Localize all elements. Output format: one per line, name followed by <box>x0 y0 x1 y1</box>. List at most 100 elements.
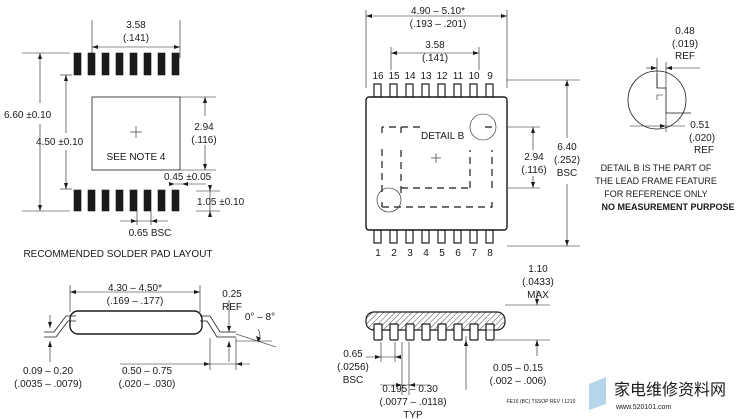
end-pitch-in: (.0256) <box>337 362 369 373</box>
package-lead <box>421 229 430 244</box>
pin-number-bottom: 2 <box>391 248 397 259</box>
pin-number-bottom: 3 <box>407 248 413 259</box>
detail-b-lead-frame-outline <box>381 126 493 208</box>
solder-pad <box>101 52 110 76</box>
top-view-leads-lower <box>373 229 494 244</box>
detail-note-line-2: THE LEAD FRAME FEATURE <box>595 176 717 186</box>
package-lead <box>437 83 446 98</box>
max-height-in: (.0433) <box>522 277 554 288</box>
body-length-in: (.193 – .201) <box>410 19 467 30</box>
pin-number-bottom: 5 <box>439 248 445 259</box>
pad-width-label: 0.45 ±0.05 <box>164 172 212 183</box>
standoff-in: (.002 – .006) <box>490 376 547 387</box>
solder-pad-layout: SEE NOTE 4 3.58 (.141) 6.60 ±0.10 4.50 ±… <box>4 20 245 260</box>
solder-pad <box>129 189 138 212</box>
package-lead <box>389 83 398 98</box>
site-watermark: 家电维修资料网 www.520101.com <box>589 377 726 411</box>
body-length-mm: 4.90 – 5.10* <box>411 6 465 17</box>
lead-frame-width-in: (.116) <box>521 165 546 176</box>
package-lead <box>485 229 494 244</box>
detail-b-label: DETAIL B <box>421 131 465 142</box>
pin-number-top: 14 <box>404 71 416 82</box>
pad-pitch-label: 0.65 BSC <box>129 228 172 239</box>
solder-pad <box>87 189 96 212</box>
detail-b-lead-profile <box>656 73 691 114</box>
lead-width-note: TYP <box>403 410 423 419</box>
detail-b-view: 0.48 (.019) REF 0.51 (.020) REF DETAIL B… <box>595 26 734 212</box>
pin-number-bottom: 4 <box>423 248 429 259</box>
pin-number-bottom: 6 <box>455 248 461 259</box>
end-view-lead <box>437 323 447 341</box>
overall-height-label: 6.60 ±0.10 <box>4 110 52 121</box>
standoff-mm: 0.05 – 0.15 <box>493 363 543 374</box>
solder-pad <box>115 189 124 212</box>
lead-width-in: (.0077 – .0118) <box>379 397 446 408</box>
pin-number-top: 9 <box>487 71 493 82</box>
package-lead <box>389 229 398 244</box>
package-lead <box>405 229 414 244</box>
pin-number-top: 13 <box>420 71 432 82</box>
foot-length-in: (.020 – .030) <box>119 379 176 390</box>
pad-inner-in: (.116) <box>191 135 216 146</box>
solder-pad <box>101 189 110 212</box>
watermark-url: www.520101.com <box>615 404 671 411</box>
end-view: 1.10 (.0433) MAX 0.65 (.0256) BSC 0.195 … <box>337 264 575 419</box>
detail-b-top-circle <box>469 113 497 141</box>
max-height-note: MAX <box>527 290 549 301</box>
lead-thickness-mm: 0.09 – 0.20 <box>23 366 73 377</box>
watermark-cn: 家电维修资料网 <box>614 381 726 399</box>
gauge-plane-value: 0.25 <box>222 289 242 300</box>
end-view-lead <box>469 323 479 341</box>
side-view: 4.30 – 4.50* (.169 – .177) 0.25 REF 0° –… <box>14 283 277 390</box>
pin-number-bottom: 1 <box>375 248 381 259</box>
pin-number-top: 16 <box>372 71 384 82</box>
solder-pad <box>73 52 82 76</box>
pad-span-in: (.141) <box>123 33 149 44</box>
package-lead <box>453 83 462 98</box>
see-note-label: SEE NOTE 4 <box>107 152 166 163</box>
pad-layout-caption: RECOMMENDED SOLDER PAD LAYOUT <box>23 249 212 260</box>
max-height-mm: 1.10 <box>528 264 548 275</box>
solder-pad <box>157 52 166 76</box>
detail-dim1-mm: 0.48 <box>675 26 695 37</box>
lead-width-mm: 0.195 – 0.30 <box>382 384 438 395</box>
end-pitch-note: BSC <box>343 375 364 386</box>
solder-pad <box>171 52 180 76</box>
package-lead <box>485 83 494 98</box>
end-view-lead <box>453 323 463 341</box>
detail-dim2-in: (.020) <box>689 133 715 144</box>
detail-dim2-ref: REF <box>694 145 714 156</box>
solder-pad <box>115 52 124 76</box>
overall-width-mm: 6.40 <box>557 142 577 153</box>
pad-inner-mm: 2.94 <box>194 122 214 133</box>
lead-frame-width-mm: 2.94 <box>524 152 544 163</box>
side-view-body <box>69 310 203 335</box>
solder-pad <box>129 52 138 76</box>
lead-thickness-in: (.0035 – .0079) <box>14 379 82 390</box>
lead-span-in: (.141) <box>422 53 448 64</box>
end-pitch-mm: 0.65 <box>343 349 363 360</box>
revision-label: FE16 (BC) TSSOP REV I 1210 <box>507 399 576 405</box>
package-lead <box>469 83 478 98</box>
pad-layout-body-outline <box>91 96 181 171</box>
solder-pad <box>87 52 96 76</box>
pad-row-top <box>73 52 180 76</box>
detail-dim1-ref: REF <box>675 51 695 62</box>
gauge-plane-ref: REF <box>222 302 242 313</box>
overall-width-in: (.252) <box>554 155 580 166</box>
package-lead <box>469 229 478 244</box>
pad-span-mm: 3.58 <box>126 20 146 31</box>
pin-number-bottom: 8 <box>487 248 493 259</box>
solder-pad <box>73 189 82 212</box>
watermark-logo <box>589 377 606 410</box>
lead-span-mm: 3.58 <box>425 40 445 51</box>
package-lead <box>405 83 414 98</box>
pad-length-label: 1.05 ±0.10 <box>197 197 245 208</box>
solder-pad <box>143 52 152 76</box>
detail-dim2-mm: 0.51 <box>690 120 710 131</box>
pin-number-top: 10 <box>468 71 480 82</box>
